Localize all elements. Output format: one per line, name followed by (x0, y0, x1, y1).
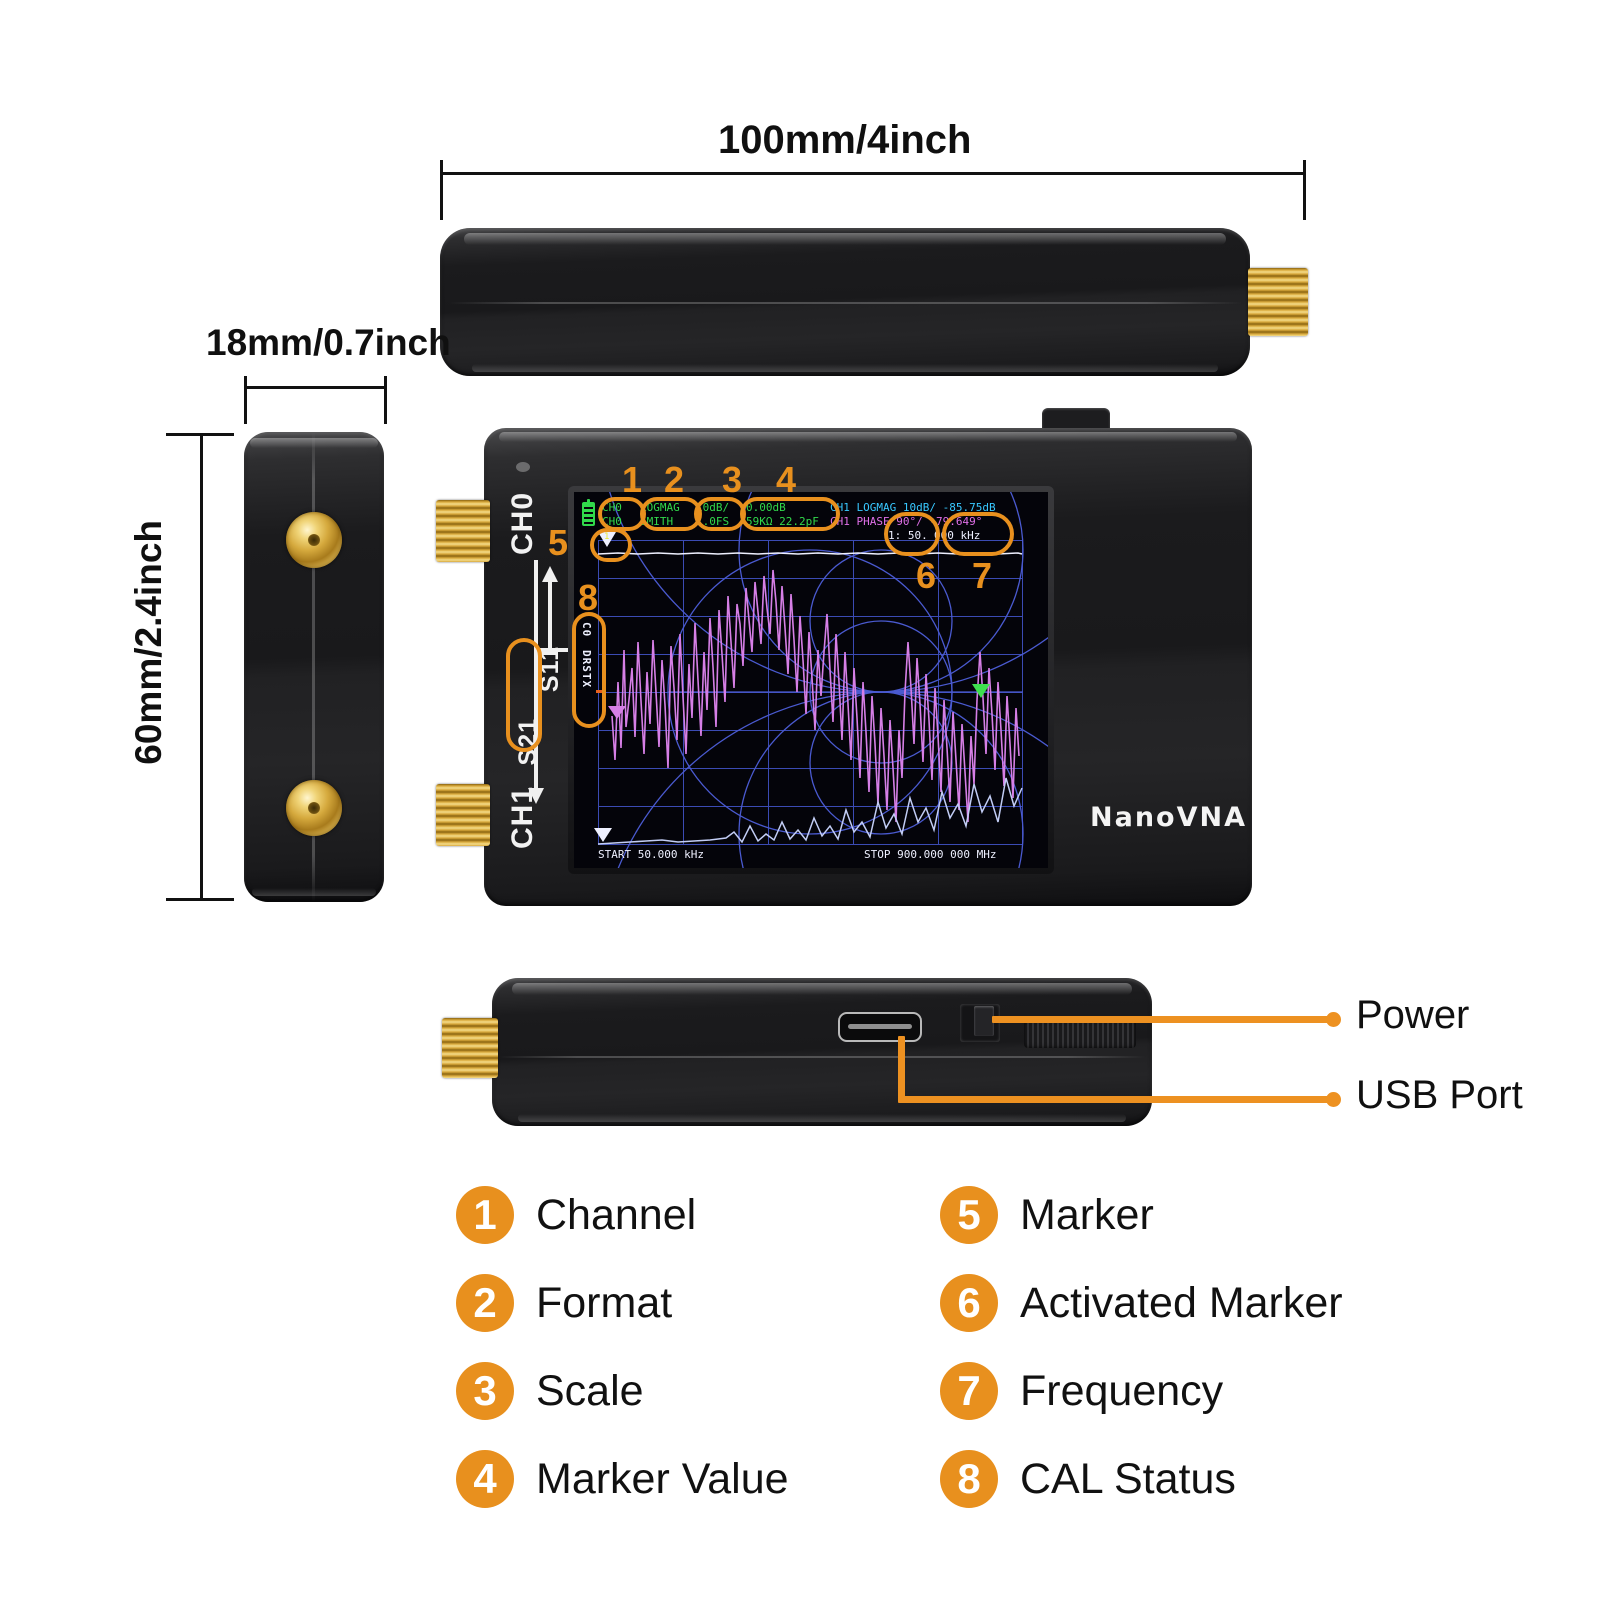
leader-power (992, 1016, 1332, 1023)
legend-item-7: 7 Frequency (940, 1362, 1223, 1420)
dim-height-line (200, 434, 203, 900)
legend-label-1: Channel (536, 1190, 697, 1239)
dim-thickness-tick-left (244, 376, 247, 424)
usb-c-port (838, 1012, 922, 1042)
legend-item-8: 8 CAL Status (940, 1450, 1236, 1508)
legend-badge-1: 1 (456, 1186, 514, 1244)
lcd-ch1-logmag[interactable]: CH1 LOGMAG 10dB/ -85.75dB (830, 501, 996, 514)
legend-item-6: 6 Activated Marker (940, 1274, 1343, 1332)
brand-nanovna: NanoVNA (1090, 802, 1247, 833)
callout-num-2: 2 (664, 459, 685, 500)
callout-ring-6 (884, 512, 940, 556)
sma-connector-bottom-edge (442, 1018, 498, 1078)
grid-h (598, 844, 1022, 845)
device-top-edge-view (440, 228, 1250, 376)
legend-label-3: Scale (536, 1366, 644, 1415)
power-switch-nub[interactable] (974, 1006, 994, 1036)
marker-triangle-smith[interactable] (608, 706, 626, 719)
dim-length-tick-left (440, 160, 443, 220)
body-highlight (516, 462, 530, 472)
lcd-sweep-stop[interactable]: STOP 900.000 000 MHz (864, 848, 997, 861)
legend-label-6: Activated Marker (1020, 1278, 1343, 1327)
callout-num-1: 1 (622, 459, 643, 500)
flow-arrow-line-vertical (534, 560, 538, 790)
grid-h (598, 540, 1022, 541)
legend-badge-7: 7 (940, 1362, 998, 1420)
callout-num-3: 3 (722, 459, 743, 500)
flow-arrow-up-stem (548, 580, 552, 650)
label-power: Power (1356, 993, 1470, 1037)
flow-arrow-up-head (542, 566, 558, 582)
callout-ring-s-params (506, 638, 542, 752)
jog-wheel[interactable] (1024, 1020, 1136, 1048)
dim-height-tick-bottom (166, 898, 234, 901)
sma-connector-side-upper (286, 512, 342, 568)
leader-usb-horizontal (898, 1096, 1332, 1103)
legend-badge-2: 2 (456, 1274, 514, 1332)
callout-ring-3 (694, 497, 746, 531)
battery-icon (582, 499, 595, 526)
callout-num-6: 6 (916, 555, 937, 596)
label-usb-port: USB Port (1356, 1073, 1523, 1117)
sma-connector-ch1 (436, 784, 490, 846)
dim-thickness-line (244, 386, 387, 389)
legend-badge-4: 4 (456, 1450, 514, 1508)
legend-badge-5: 5 (940, 1186, 998, 1244)
legend-item-4: 4 Marker Value (456, 1450, 789, 1508)
grid-h (598, 730, 1022, 731)
callout-num-8: 8 (578, 577, 599, 618)
sma-connector-ch0 (436, 500, 490, 562)
sma-connector-top-edge (1248, 268, 1308, 336)
grid-h (598, 578, 1022, 579)
lcd-traces (597, 492, 1048, 868)
marker-triangle-active[interactable] (972, 684, 990, 698)
grid-h (598, 806, 1022, 807)
dim-length-label: 100mm/4inch (718, 118, 972, 162)
lcd-sweep-start[interactable]: START 50.000 kHz (598, 848, 704, 861)
marker-triangle-bottom[interactable] (594, 828, 612, 842)
leader-usb-vertical (898, 1036, 905, 1102)
legend-label-4: Marker Value (536, 1454, 789, 1503)
legend-badge-8: 8 (940, 1450, 998, 1508)
callout-num-4: 4 (776, 459, 797, 500)
legend-label-8: CAL Status (1020, 1454, 1236, 1503)
dim-height-tick-top (166, 433, 234, 436)
dim-thickness-label: 18mm/0.7inch (206, 322, 451, 363)
dim-length-line (440, 172, 1306, 175)
flow-arrow-line-horizontal (534, 648, 568, 652)
legend-label-7: Frequency (1020, 1366, 1224, 1415)
callout-num-7: 7 (972, 555, 993, 596)
callout-ring-1 (598, 497, 646, 531)
legend-badge-6: 6 (940, 1274, 998, 1332)
callout-ring-5 (590, 528, 632, 562)
legend-item-3: 3 Scale (456, 1362, 644, 1420)
flow-arrow-down-head (528, 788, 544, 804)
legend-label-2: Format (536, 1278, 673, 1327)
label-ch0: CH0 (506, 492, 539, 556)
legend-badge-3: 3 (456, 1362, 514, 1420)
callout-ring-8 (572, 612, 606, 728)
cal-status-flags: DRSTX (580, 650, 593, 689)
callout-ring-7 (942, 512, 1014, 556)
sma-connector-side-lower (286, 780, 342, 836)
cal-reference-tick (596, 690, 604, 693)
legend-item-5: 5 Marker (940, 1186, 1154, 1244)
leader-power-dot (1326, 1012, 1341, 1027)
callout-ring-2 (640, 497, 702, 531)
legend-item-1: 1 Channel (456, 1186, 696, 1244)
callout-ring-4 (740, 497, 840, 531)
dim-thickness-tick-right (384, 376, 387, 424)
leader-usb-dot (1326, 1092, 1341, 1107)
legend-label-5: Marker (1020, 1190, 1154, 1239)
legend-item-2: 2 Format (456, 1274, 672, 1332)
device-bottom-edge-view (492, 978, 1152, 1126)
dim-length-tick-right (1303, 160, 1306, 220)
callout-num-5: 5 (548, 522, 569, 563)
dim-height-label: 60mm/2.4inch (128, 520, 169, 765)
